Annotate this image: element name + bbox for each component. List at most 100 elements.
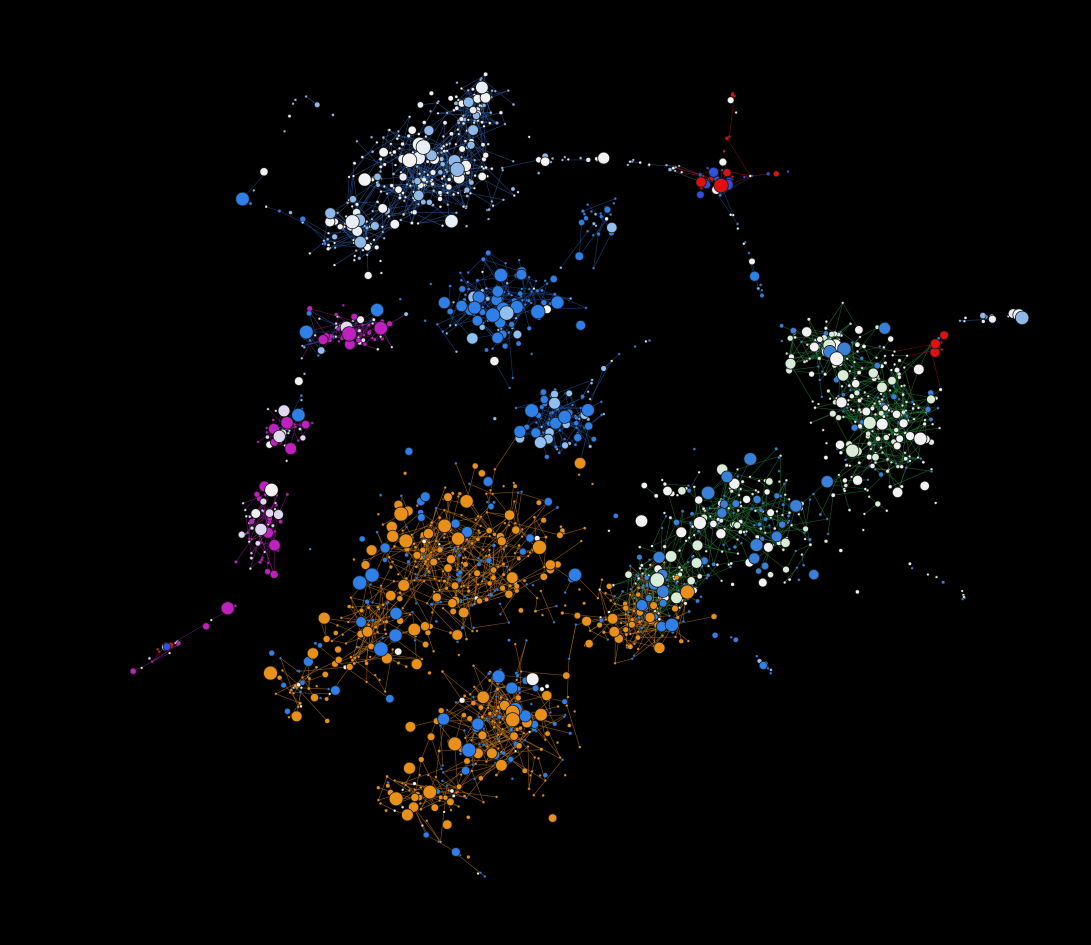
graph-node xyxy=(744,529,749,533)
graph-node xyxy=(715,528,727,540)
graph-edge xyxy=(400,219,412,224)
graph-node xyxy=(416,202,420,206)
graph-node xyxy=(398,193,402,197)
graph-node xyxy=(434,619,439,624)
graph-node xyxy=(319,696,323,700)
graph-node xyxy=(613,513,619,519)
graph-node xyxy=(504,261,508,265)
graph-node xyxy=(662,544,667,549)
graph-node xyxy=(413,559,417,563)
graph-node xyxy=(630,657,634,661)
graph-node xyxy=(445,708,449,712)
graph-edge xyxy=(473,622,509,629)
graph-node xyxy=(824,320,828,324)
graph-node xyxy=(495,759,508,772)
graph-node xyxy=(692,447,696,451)
graph-node xyxy=(908,454,912,458)
graph-edge xyxy=(537,290,555,295)
graph-node xyxy=(441,330,445,334)
graph-node xyxy=(450,847,461,857)
graph-node xyxy=(290,710,303,723)
graph-node xyxy=(785,352,789,356)
graph-edge xyxy=(664,483,689,486)
graph-node xyxy=(571,403,575,407)
graph-edge xyxy=(484,578,490,596)
graph-node xyxy=(415,165,419,169)
graph-node xyxy=(413,788,417,792)
graph-edge xyxy=(430,736,442,769)
graph-node xyxy=(588,444,593,449)
graph-node xyxy=(465,194,470,198)
graph-node xyxy=(393,809,397,813)
graph-node xyxy=(763,541,774,553)
graph-node xyxy=(359,608,364,613)
graph-edge xyxy=(493,536,523,571)
graph-node xyxy=(452,300,456,304)
graph-node xyxy=(903,451,907,455)
graph-edge xyxy=(834,302,843,334)
graph-node xyxy=(760,561,770,571)
graph-edge xyxy=(471,770,484,803)
graph-node xyxy=(365,225,370,230)
graph-edge xyxy=(740,521,758,538)
graph-edge xyxy=(722,551,738,554)
graph-node xyxy=(356,315,365,324)
graph-node xyxy=(981,319,986,324)
graph-edge xyxy=(426,591,435,604)
graph-node xyxy=(584,639,594,649)
graph-edge xyxy=(440,797,446,842)
graph-node xyxy=(647,558,652,562)
graph-node xyxy=(759,283,763,287)
graph-node xyxy=(271,523,275,528)
graph-node xyxy=(635,634,641,641)
graph-node xyxy=(759,536,765,542)
graph-node xyxy=(759,293,765,298)
graph-node xyxy=(349,655,353,659)
graph-node xyxy=(773,170,780,177)
graph-edge xyxy=(660,527,663,554)
graph-edge xyxy=(486,512,495,535)
graph-node xyxy=(140,666,144,670)
graph-edge xyxy=(497,574,504,590)
graph-node xyxy=(487,502,495,511)
graph-node xyxy=(404,783,408,787)
graph-node xyxy=(481,548,485,552)
graph-node xyxy=(738,529,743,535)
graph-node xyxy=(598,617,604,623)
graph-node xyxy=(416,221,420,225)
graph-node xyxy=(413,177,422,186)
graph-edge xyxy=(367,581,395,602)
graph-node xyxy=(415,576,419,580)
graph-node xyxy=(243,508,247,512)
graph-node xyxy=(499,585,506,592)
graph-node xyxy=(373,172,382,182)
graph-node xyxy=(568,731,573,736)
graph-edge xyxy=(637,636,676,638)
graph-node xyxy=(496,565,500,569)
graph-node xyxy=(718,157,728,167)
graph-edge xyxy=(589,360,612,400)
graph-node xyxy=(277,209,282,213)
graph-node xyxy=(463,139,468,143)
graph-node xyxy=(733,637,739,643)
graph-node xyxy=(376,785,381,790)
graph-edge xyxy=(464,548,493,574)
graph-node xyxy=(450,518,461,529)
graph-edge xyxy=(534,724,563,760)
graph-node xyxy=(885,469,890,474)
graph-node xyxy=(821,428,825,432)
graph-node xyxy=(508,386,512,390)
graph-edge xyxy=(875,414,906,434)
graph-edge xyxy=(698,499,736,504)
graph-node xyxy=(442,810,446,814)
graph-node xyxy=(481,103,487,108)
graph-node xyxy=(549,417,562,430)
graph-node xyxy=(383,689,387,693)
graph-edge xyxy=(499,603,510,623)
graph-edge xyxy=(273,531,276,575)
graph-node xyxy=(859,356,864,361)
graph-edge xyxy=(801,341,810,359)
graph-node xyxy=(284,708,291,715)
graph-node xyxy=(515,673,520,678)
